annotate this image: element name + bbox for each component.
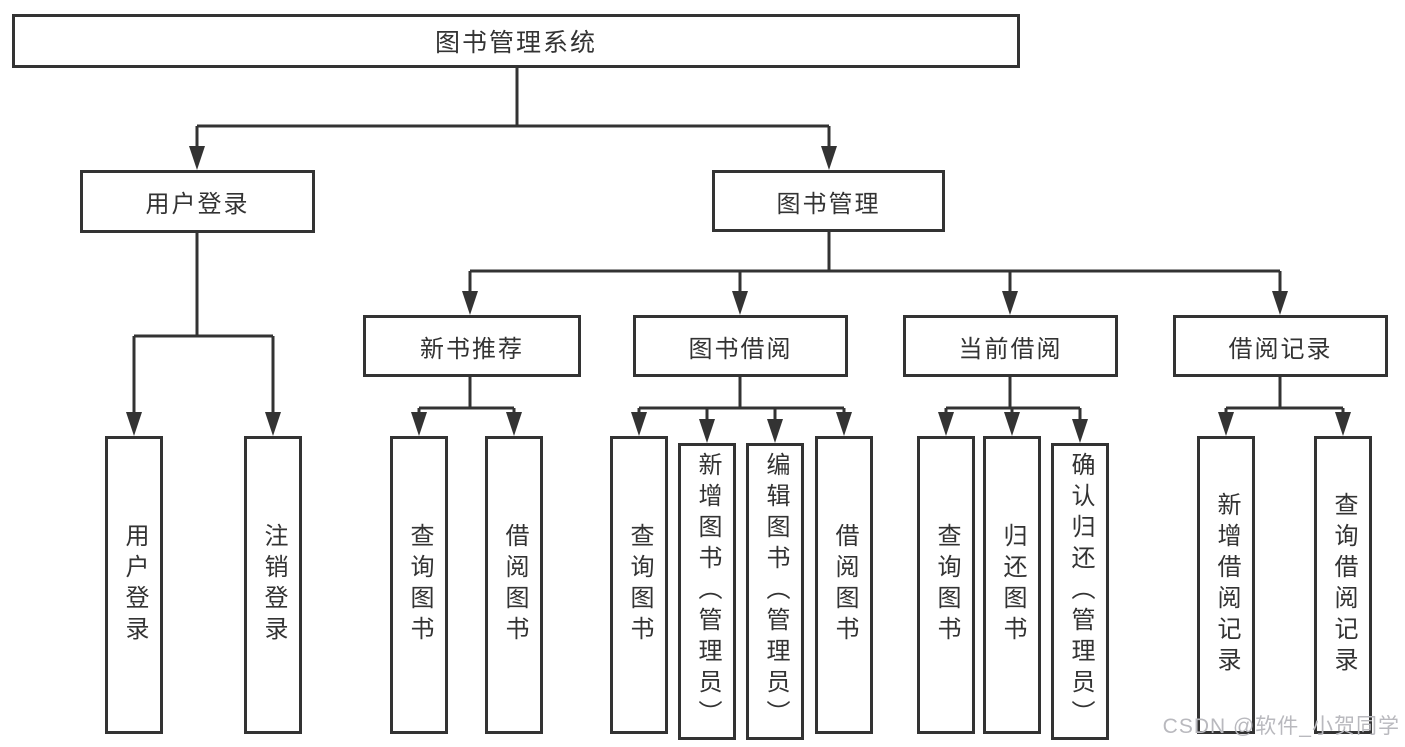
leaf-edit-book-admin-label: 编辑图书（管理员）	[762, 452, 789, 731]
node-book-borrow: 图书借阅	[633, 315, 848, 377]
node-borrow-records: 借阅记录	[1173, 315, 1388, 377]
leaf-add-book-admin: 新增图书（管理员）	[678, 443, 736, 740]
leaf-logout-label: 注销登录	[260, 523, 287, 647]
node-user-login-label: 用户登录	[145, 191, 250, 218]
node-new-book-recommend: 新书推荐	[363, 315, 581, 377]
leaf-query-books-2: 查询图书	[610, 436, 668, 734]
node-library-system: 图书管理系统	[12, 14, 1020, 68]
node-new-book-recommend-label: 新书推荐	[420, 335, 524, 363]
leaf-query-borrow-record-label: 查询借阅记录	[1330, 492, 1357, 678]
leaf-confirm-return-admin: 确认归还（管理员）	[1051, 443, 1109, 740]
leaf-query-books-1-label: 查询图书	[406, 523, 433, 647]
leaf-borrow-books-1-label: 借阅图书	[501, 523, 528, 647]
node-book-borrow-label: 图书借阅	[688, 335, 793, 363]
leaf-confirm-return-admin-label: 确认归还（管理员）	[1067, 452, 1094, 731]
connector-stems	[132, 68, 1345, 425]
leaf-borrow-books-2-label: 借阅图书	[831, 523, 858, 647]
node-book-management: 图书管理	[712, 170, 945, 232]
leaf-add-borrow-record-label: 新增借阅记录	[1213, 492, 1240, 678]
leaf-query-books-1: 查询图书	[390, 436, 448, 734]
leaf-query-books-2-label: 查询图书	[626, 523, 653, 647]
leaf-query-borrow-record: 查询借阅记录	[1314, 436, 1372, 734]
leaf-edit-book-admin: 编辑图书（管理员）	[746, 443, 804, 740]
leaf-return-book-label: 归还图书	[999, 523, 1026, 647]
leaf-user-login: 用户登录	[105, 436, 163, 734]
leaf-user-login-label: 用户登录	[121, 523, 148, 647]
leaf-query-books-3-label: 查询图书	[933, 523, 960, 647]
node-current-borrow-label: 当前借阅	[958, 335, 1063, 363]
leaf-borrow-books-2: 借阅图书	[815, 436, 873, 734]
leaf-add-book-admin-label: 新增图书（管理员）	[694, 452, 721, 731]
node-user-login: 用户登录	[80, 170, 315, 233]
node-book-management-label: 图书管理	[776, 190, 881, 218]
leaf-borrow-books-1: 借阅图书	[485, 436, 543, 734]
leaf-return-book: 归还图书	[983, 436, 1041, 734]
arrowheads	[126, 146, 1351, 443]
csdn-watermark: CSDN @软件_小贺同学	[1162, 715, 1400, 738]
node-current-borrow: 当前借阅	[903, 315, 1118, 377]
leaf-add-borrow-record: 新增借阅记录	[1197, 436, 1255, 734]
leaf-query-books-3: 查询图书	[917, 436, 975, 734]
node-library-system-label: 图书管理系统	[434, 29, 597, 57]
leaf-logout: 注销登录	[244, 436, 302, 734]
node-borrow-records-label: 借阅记录	[1228, 335, 1333, 363]
